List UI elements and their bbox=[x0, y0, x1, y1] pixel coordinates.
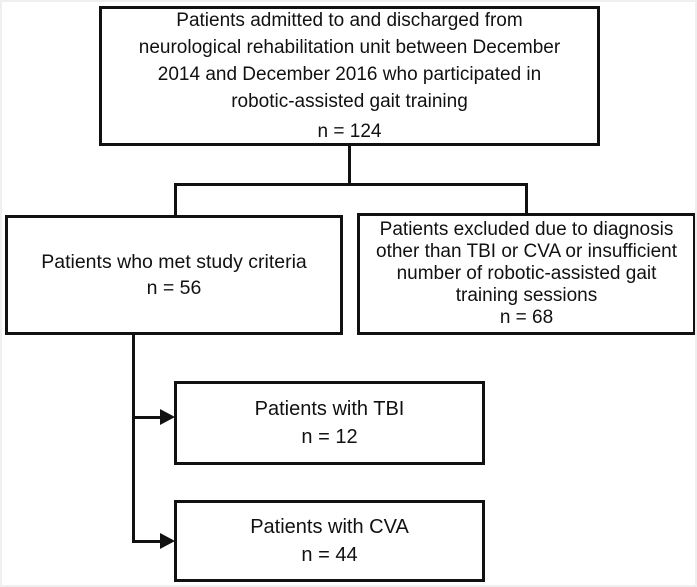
tbi-arrowhead-icon bbox=[160, 409, 175, 425]
admitted-patients-box: Patients admitted to and discharged from… bbox=[99, 6, 600, 146]
tbi-patients-box: Patients with TBI n = 12 bbox=[174, 381, 485, 465]
excluded-patients-box: Patients excluded due to diagnosis other… bbox=[357, 213, 695, 335]
study-criteria-text: Patients who met study criteria bbox=[41, 251, 307, 273]
tbi-patients-count: n = 12 bbox=[301, 426, 358, 448]
excluded-patients-count: n = 68 bbox=[499, 307, 554, 328]
admitted-patients-text: Patients admitted to and discharged from… bbox=[138, 10, 561, 112]
cva-patients-text: Patients with CVA bbox=[250, 516, 409, 538]
connector-tbi-arrow-line bbox=[132, 416, 162, 419]
study-criteria-count: n = 56 bbox=[146, 277, 202, 299]
admitted-patients-count: n = 124 bbox=[317, 121, 382, 142]
connector-top-stem bbox=[348, 146, 351, 185]
connector-branch-horizontal bbox=[174, 183, 528, 186]
connector-branch-left-drop bbox=[174, 183, 177, 215]
study-criteria-box: Patients who met study criteria n = 56 bbox=[5, 215, 343, 335]
connector-criteria-down bbox=[132, 335, 135, 543]
tbi-patients-text: Patients with TBI bbox=[254, 398, 405, 420]
excluded-patients-text: Patients excluded due to diagnosis other… bbox=[376, 219, 677, 306]
cva-patients-count: n = 44 bbox=[301, 544, 358, 566]
cva-patients-box: Patients with CVA n = 44 bbox=[174, 500, 485, 582]
connector-branch-right-drop bbox=[525, 183, 528, 213]
connector-cva-arrow-line bbox=[132, 540, 162, 543]
cva-arrowhead-icon bbox=[160, 533, 175, 549]
